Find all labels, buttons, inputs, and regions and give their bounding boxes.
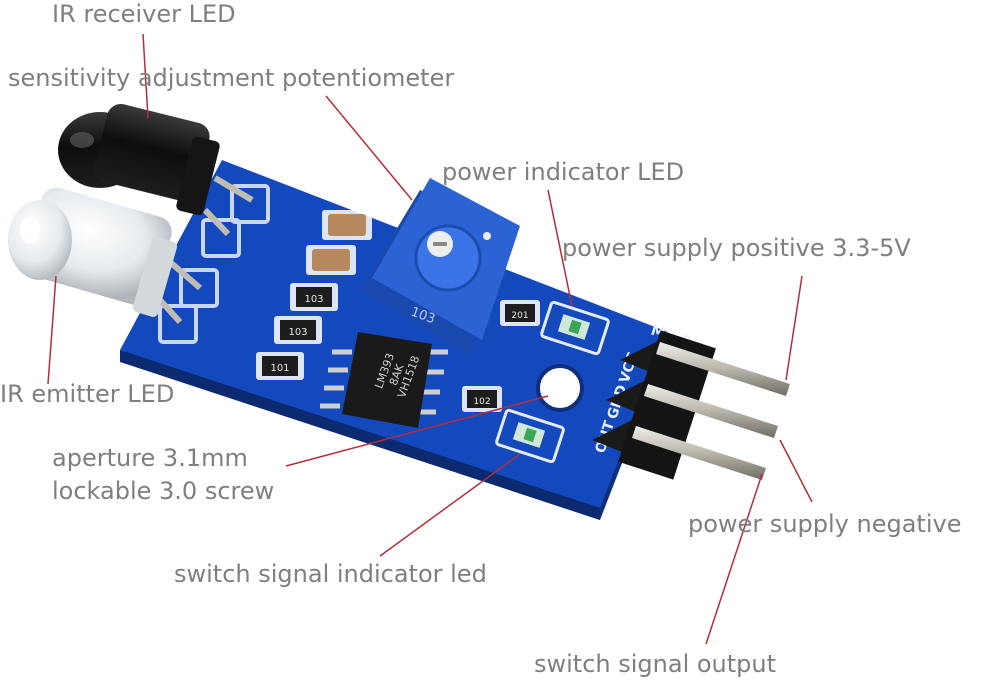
pin-gnd [644,384,778,438]
label-ir-receiver-led: IR receiver LED [52,0,236,28]
resistor-r2: 103 [274,316,322,344]
header-pins [592,330,790,480]
led-pads [158,184,270,344]
ir-emitter-led [8,187,202,325]
comparator-chip: LM393 8AK VH1518 [320,332,448,428]
potentiometer[interactable]: 103 [360,178,520,356]
resistor-r5: 201 [500,300,540,326]
resistor-r1: 103 [290,283,338,311]
label-sensitivity-potentiometer: sensitivity adjustment potentiometer [8,64,455,92]
leader-ir-emitter [47,275,57,385]
label-aperture-line1: aperture 3.1mm [52,444,248,472]
pin-vcc [656,342,790,396]
resistor-r3: 101 [256,352,304,380]
leader-aperture [285,395,549,467]
leader-power-positive [785,275,803,381]
power-indicator-led [540,300,610,356]
label-switch-signal-output: switch signal output [534,650,777,678]
leader-signal-led [379,453,521,557]
label-power-supply-negative: power supply negative [688,510,962,538]
label-switch-signal-indicator: switch signal indicator led [174,560,487,588]
label-aperture-line2: lockable 3.0 screw [52,477,275,506]
leader-signal-output [705,473,763,645]
capacitor-1 [322,210,372,240]
capacitor-2 [306,245,356,275]
label-power-supply-positive: power supply positive 3.3-5V [562,234,911,262]
leader-potentiometer [325,95,413,201]
resistor-r3-code: 101 [270,363,289,374]
resistor-r4-code: 102 [473,397,490,407]
resistor-r2-code: 103 [288,327,307,338]
signal-indicator-led [495,408,565,464]
mounting-aperture [536,364,584,412]
leader-lines [47,33,813,645]
leader-power-negative [779,439,813,503]
label-aperture: aperture 3.1mm lockable 3.0 screw [52,444,275,506]
resistor-r4: 102 [462,386,502,412]
label-ir-emitter-led: IR emitter LED [0,380,175,408]
label-power-indicator-led: power indicator LED [442,158,685,186]
ir-receiver-led [58,104,254,237]
leader-power-indicator [547,189,573,307]
leader-ir-receiver [142,33,149,119]
resistor-r5-code: 201 [511,311,528,321]
pin-out [632,426,766,480]
resistor-r1-code: 103 [304,294,323,305]
